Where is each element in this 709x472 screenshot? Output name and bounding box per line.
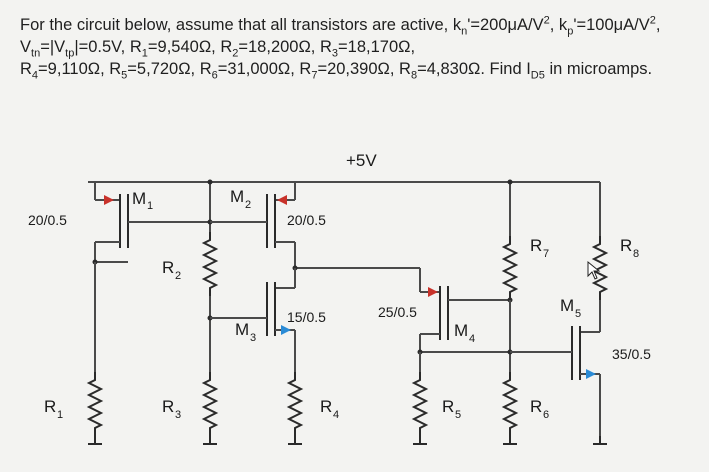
resistor-r8: R 8 bbox=[593, 182, 639, 301]
problem-text: , k bbox=[549, 16, 568, 34]
resistor-r3: R 3 bbox=[162, 296, 218, 445]
resistor-r2: R 2 bbox=[162, 179, 217, 297]
m5-label: M bbox=[560, 296, 574, 315]
problem-text: R bbox=[20, 60, 32, 78]
m4-label-sub: 4 bbox=[469, 333, 475, 345]
subscript: n bbox=[461, 25, 468, 38]
subscript: D5 bbox=[530, 69, 545, 82]
r3-label: R bbox=[162, 397, 174, 416]
arrow-icon bbox=[281, 325, 291, 335]
subscript: 8 bbox=[410, 69, 418, 82]
arrow-icon bbox=[104, 195, 114, 205]
r4-label-sub: 4 bbox=[333, 409, 339, 421]
problem-text: =9,110Ω, R bbox=[38, 60, 122, 78]
supply-label: +5V bbox=[346, 151, 377, 170]
m5-label-sub: 5 bbox=[575, 308, 581, 320]
problem-text: =18,200Ω, R bbox=[238, 38, 332, 56]
r7-label: R bbox=[530, 236, 542, 255]
supply-rail: +5V bbox=[88, 151, 600, 183]
transistor-m4: 25/0.5 M 4 bbox=[378, 268, 510, 355]
resistor-r4: R 4 bbox=[287, 330, 339, 445]
subscript: 2 bbox=[232, 47, 239, 60]
m4-size: 25/0.5 bbox=[378, 304, 417, 320]
m5-size: 35/0.5 bbox=[612, 346, 651, 362]
r5-label: R bbox=[442, 397, 454, 416]
r8-label-sub: 8 bbox=[633, 248, 639, 260]
subscript: tn bbox=[31, 47, 41, 60]
problem-text: =9,540Ω, R bbox=[147, 38, 233, 56]
r3-label-sub: 3 bbox=[175, 409, 181, 421]
problem-text: =31,000Ω, R bbox=[217, 60, 312, 78]
m3-label-sub: 3 bbox=[250, 332, 256, 344]
r1-label: R bbox=[44, 397, 56, 416]
arrow-icon bbox=[277, 195, 287, 205]
transistor-m3: M 3 15/0.5 bbox=[210, 242, 420, 344]
problem-text: =4,830Ω. Find I bbox=[417, 60, 531, 78]
m3-size: 15/0.5 bbox=[287, 309, 326, 325]
resistor-r6: R 6 bbox=[502, 300, 549, 445]
m1-label-sub: 1 bbox=[147, 200, 153, 212]
subscript: 3 bbox=[331, 47, 339, 60]
cursor-icon bbox=[587, 260, 601, 280]
arrow-icon bbox=[428, 287, 438, 297]
subscript: p bbox=[567, 25, 574, 38]
r6-label-sub: 6 bbox=[543, 409, 549, 421]
subscript: 1 bbox=[141, 47, 148, 60]
m4-label: M bbox=[454, 321, 468, 340]
subscript: 5 bbox=[121, 69, 128, 82]
subscript: 6 bbox=[211, 69, 218, 82]
r4-label: R bbox=[320, 397, 332, 416]
superscript: 2 bbox=[649, 14, 656, 27]
resistor-r7: R 7 bbox=[503, 179, 549, 303]
problem-statement: For the circuit below, assume that all t… bbox=[20, 14, 690, 82]
m3-label: M bbox=[235, 320, 249, 339]
m1-size: 20/0.5 bbox=[28, 212, 67, 228]
problem-text: '=100μA/V bbox=[573, 16, 650, 34]
m2-label: M bbox=[230, 187, 244, 206]
r7-label-sub: 7 bbox=[543, 248, 549, 260]
subscript: 7 bbox=[311, 69, 318, 82]
m2-size: 20/0.5 bbox=[287, 212, 326, 228]
problem-text: =|V bbox=[40, 38, 66, 56]
r2-label-sub: 2 bbox=[175, 270, 181, 282]
arrow-icon bbox=[586, 369, 596, 379]
m2-label-sub: 2 bbox=[245, 199, 251, 211]
resistor-r1: R 1 bbox=[44, 262, 103, 445]
transistor-m1: M 1 20/0.5 bbox=[28, 182, 210, 265]
r2-label: R bbox=[162, 258, 174, 277]
m1-label: M bbox=[132, 189, 146, 208]
problem-text: '=200μA/V bbox=[467, 16, 544, 34]
problem-text: =5,720Ω, R bbox=[127, 60, 212, 78]
problem-text: For the circuit below, assume that all t… bbox=[20, 16, 462, 34]
problem-text: |=0.5V, R bbox=[74, 38, 142, 56]
r1-label-sub: 1 bbox=[57, 409, 63, 421]
problem-text: =20,390Ω, R bbox=[317, 60, 411, 78]
r5-label-sub: 5 bbox=[455, 409, 461, 421]
r8-label: R bbox=[620, 236, 632, 255]
problem-text: , V bbox=[20, 16, 661, 56]
transistor-m2: M 2 20/0.5 bbox=[210, 182, 326, 248]
problem-text: =18,170Ω, bbox=[338, 38, 416, 56]
transistor-m5: M 5 35/0.5 bbox=[510, 296, 651, 445]
superscript: 2 bbox=[543, 14, 550, 27]
problem-text: in microamps. bbox=[544, 60, 653, 78]
subscript: 4 bbox=[31, 69, 39, 82]
r6-label: R bbox=[530, 397, 542, 416]
subscript: tp bbox=[65, 47, 75, 60]
resistor-r5: R 5 bbox=[412, 352, 461, 445]
